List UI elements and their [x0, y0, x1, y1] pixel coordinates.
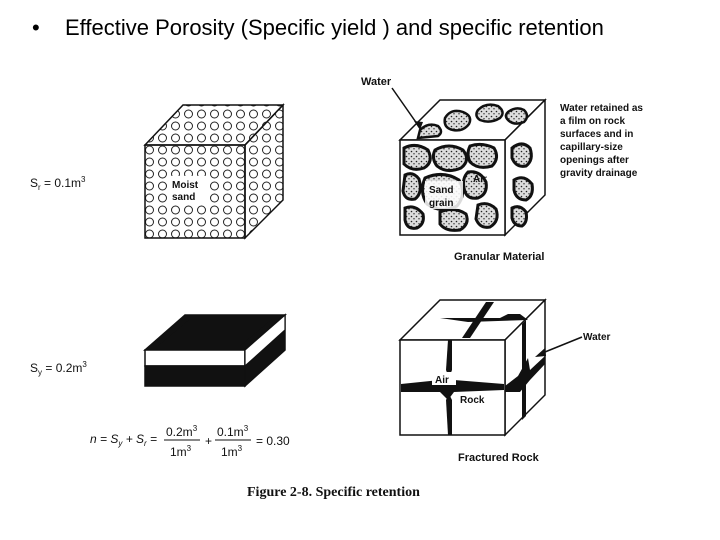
sand-grain — [401, 172, 422, 201]
slab-water-surface — [158, 319, 272, 346]
fracture-water-arrowhead — [535, 348, 546, 357]
sand-grain — [504, 107, 529, 125]
sand-grain — [403, 205, 425, 230]
moist-sand-label-bg — [168, 176, 208, 204]
equation-num2: 0.1m3 — [217, 424, 249, 439]
moist-sand-label-line2: sand — [172, 192, 195, 203]
sand-grain — [402, 143, 432, 171]
slab-front-rim — [144, 349, 246, 367]
sand-grain — [510, 142, 533, 168]
equation-plus2: + — [205, 434, 212, 448]
sand-grain — [510, 205, 528, 228]
slide-title: • Effective Porosity (Specific yield ) a… — [32, 16, 692, 40]
granular-note-line: capillary-size — [560, 142, 623, 153]
top-fracture-horizontal — [440, 314, 528, 322]
front-fracture-vertical-lower — [446, 394, 452, 435]
equation-result: = 0.30 — [256, 434, 290, 448]
top-fracture-diagonal — [462, 302, 494, 338]
sand-grain — [474, 202, 499, 229]
equation-den1: 1m3 — [170, 444, 192, 459]
sand-grain — [512, 176, 534, 202]
sand-grain — [443, 109, 472, 132]
slab-side-rim — [244, 313, 286, 368]
water-pointer-arrowhead — [414, 121, 423, 130]
fractured-rock-cube: Air Rock Water Fractured Rock — [398, 298, 611, 464]
title-bullet: • — [32, 15, 40, 40]
granular-note-line: a film on rock — [560, 116, 625, 127]
sand-grain — [462, 170, 488, 200]
granular-material-cube: Sand grain Air Water Water retained as a… — [361, 76, 643, 263]
air-label-bg — [432, 372, 456, 385]
sand-grain — [431, 144, 468, 173]
front-fracture-horizontal — [401, 372, 504, 400]
granular-note-line: surfaces and in — [560, 129, 633, 140]
sand-grain — [438, 207, 469, 232]
sand-grain — [466, 142, 499, 169]
sand-grain — [416, 123, 443, 140]
granular-air-label: Air — [473, 174, 487, 185]
fractured-rock-label: Rock — [460, 395, 485, 406]
equation-num1: 0.2m3 — [166, 424, 198, 439]
equation-lhs: n = Sy + Sr = — [90, 432, 157, 448]
granular-note-line: gravity drainage — [560, 168, 638, 179]
grain-label-line2: grain — [429, 198, 453, 209]
moist-sand-cube: Moist sand — [143, 103, 285, 240]
fractured-air-label: Air — [435, 375, 449, 386]
title-text: Effective Porosity (Specific yield ) and… — [65, 15, 604, 40]
granular-material-title: Granular Material — [454, 251, 544, 263]
fractured-rock-title: Fractured Rock — [458, 452, 540, 464]
side-fracture-vertical — [522, 320, 526, 420]
sr-label: Sr = 0.1m3 — [30, 175, 86, 192]
slab-front-water — [144, 365, 246, 387]
grain-label-bg — [425, 181, 463, 209]
granular-note-line: Water retained as — [560, 103, 643, 114]
grain-label-line1: Sand — [429, 185, 453, 196]
equation-den2: 1m3 — [221, 444, 243, 459]
sy-label: Sy = 0.2m3 — [30, 360, 87, 377]
porosity-equation: n = Sy + Sr = 0.2m3 1m3 + 0.1m3 1m3 = 0.… — [90, 424, 290, 459]
figure-caption: Figure 2-8. Specific retention — [247, 485, 420, 500]
granular-water-label: Water — [361, 76, 392, 88]
front-fracture-vertical-upper — [446, 340, 452, 378]
granular-note-line: openings after — [560, 155, 629, 166]
specific-yield-slab — [143, 313, 287, 388]
fracture-water-pointer — [539, 336, 583, 355]
fractured-water-label: Water — [583, 332, 611, 343]
sand-grain — [475, 103, 504, 123]
moist-sand-label-line1: Moist — [172, 180, 199, 191]
